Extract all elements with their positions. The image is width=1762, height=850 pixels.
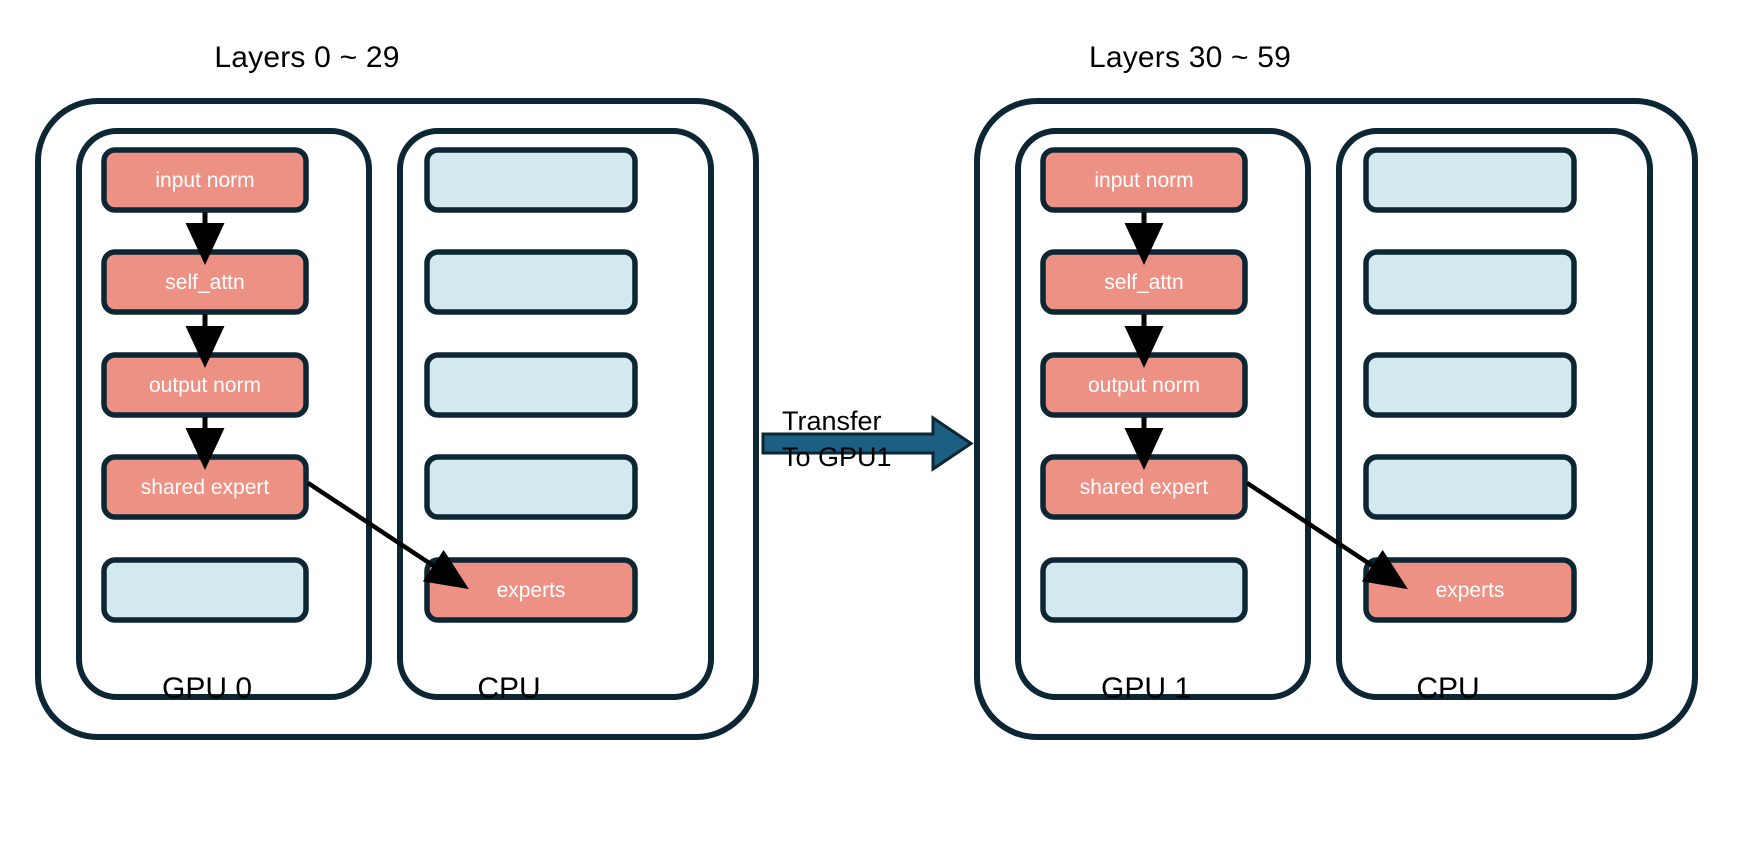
cpu-left-column-container	[397, 128, 714, 700]
block-placeholder-cpu-right-1[interactable]	[1363, 147, 1577, 213]
transfer-label-line2: To GPU1	[782, 442, 892, 473]
gpu1-column-container	[1015, 128, 1311, 700]
transfer-label: Transfer To GPU1	[782, 403, 892, 476]
block-self-attn-left[interactable]	[101, 249, 309, 315]
offload-arrow-right	[1245, 481, 1408, 590]
device-label-cpu-right: CPU	[1416, 672, 1480, 705]
block-placeholder-cpu-left-4[interactable]	[424, 454, 638, 520]
device-label-gpu0: GPU 0	[161, 672, 253, 705]
block-input-norm-left[interactable]	[101, 147, 309, 213]
block-output-norm-right[interactable]	[1040, 352, 1248, 418]
block-self-attn-right[interactable]	[1040, 249, 1248, 315]
block-experts-left[interactable]	[424, 557, 638, 623]
panel-left-group	[35, 98, 759, 740]
block-placeholder-cpu-right-3[interactable]	[1363, 352, 1577, 418]
transfer-label-line1: Transfer	[782, 406, 882, 436]
block-experts-right[interactable]	[1363, 557, 1577, 623]
cpu-right-column-container	[1336, 128, 1653, 700]
panel-right-outer-container	[974, 98, 1698, 740]
block-input-norm-right[interactable]	[1040, 147, 1248, 213]
block-output-norm-left[interactable]	[101, 352, 309, 418]
panel-left-outer-container	[35, 98, 759, 740]
block-placeholder-gpu0-5[interactable]	[101, 557, 309, 623]
block-shared-expert-left[interactable]	[101, 454, 309, 520]
block-placeholder-cpu-right-4[interactable]	[1363, 454, 1577, 520]
device-label-cpu-left: CPU	[477, 672, 541, 705]
block-placeholder-gpu1-5[interactable]	[1040, 557, 1248, 623]
transfer-arrow-group	[761, 415, 974, 472]
offload-arrow-left	[306, 481, 469, 590]
block-placeholder-cpu-left-2[interactable]	[424, 249, 638, 315]
panel-right-title: Layers 30 ~ 59	[1088, 41, 1292, 74]
panel-right-group	[974, 98, 1698, 740]
transfer-arrow-icon	[761, 415, 974, 472]
panel-left-title: Layers 0 ~ 29	[214, 41, 400, 74]
block-placeholder-cpu-right-2[interactable]	[1363, 249, 1577, 315]
device-label-gpu1: GPU 1	[1100, 672, 1192, 705]
block-placeholder-cpu-left-3[interactable]	[424, 352, 638, 418]
block-shared-expert-right[interactable]	[1040, 454, 1248, 520]
block-placeholder-cpu-left-1[interactable]	[424, 147, 638, 213]
gpu0-column-container	[76, 128, 372, 700]
